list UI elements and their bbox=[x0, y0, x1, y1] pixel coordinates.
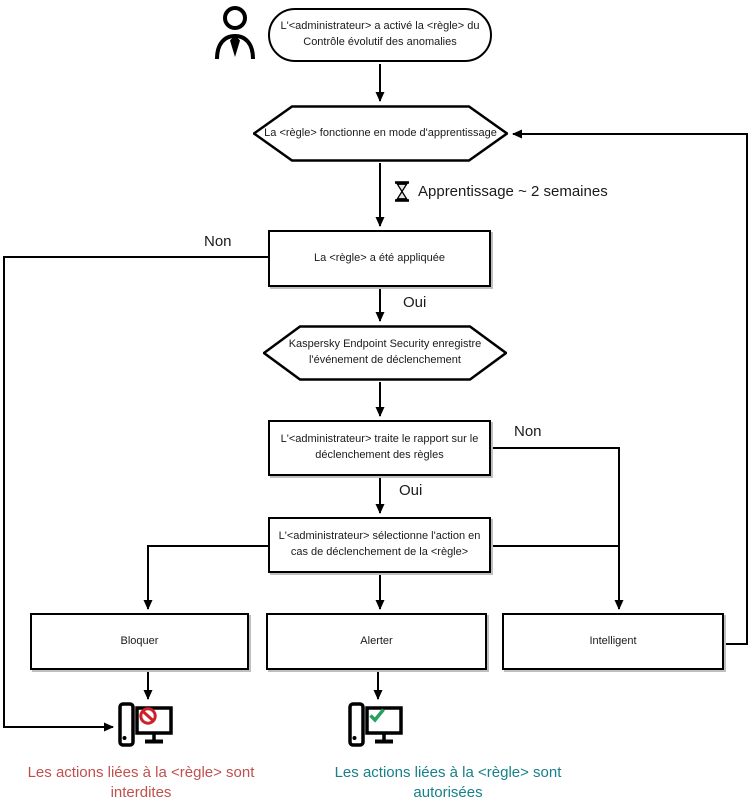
process-report-line2: déclenchement des règles bbox=[315, 449, 444, 461]
action-smart-label: Intelligent bbox=[589, 634, 637, 647]
register-event-line2: l'événement de déclenchement bbox=[309, 354, 461, 366]
outcome-blocked-line2: interdites bbox=[110, 783, 172, 801]
action-smart-node: Intelligent bbox=[502, 613, 724, 670]
check-icon bbox=[369, 708, 385, 723]
start-event-line1: L'<administrateur> a activé la <règle> d… bbox=[280, 20, 480, 33]
edge-label-oui-report: Oui bbox=[399, 482, 423, 499]
action-block-label: Bloquer bbox=[120, 634, 159, 647]
action-alert-label: Alerter bbox=[360, 634, 393, 647]
action-block-node: Bloquer bbox=[30, 613, 249, 670]
learning-duration-label: Apprentissage ~ 2 semaines bbox=[418, 183, 608, 200]
rule-applied-node: La <règle> a été appliquée bbox=[268, 230, 491, 287]
register-event-node: Kaspersky Endpoint Security enregistre l… bbox=[263, 325, 507, 381]
outcome-allowed-text: Les actions liées à la <règle> sont auto… bbox=[312, 763, 584, 802]
outcome-allowed-line1: Les actions liées à la <règle> sont bbox=[334, 764, 562, 781]
process-report-node: L'<administrateur> traite le rapport sur… bbox=[268, 420, 491, 476]
outcome-allowed-line2: autorisées bbox=[413, 783, 483, 801]
computer-allowed-icon bbox=[348, 702, 403, 747]
learning-duration: Apprentissage ~ 2 semaines bbox=[394, 181, 608, 202]
select-action-line1: L'<administrateur> sélectionne l'action … bbox=[278, 530, 481, 543]
edge-label-non-report: Non bbox=[514, 423, 542, 440]
outcome-blocked-text: Les actions liées à la <règle> sont inte… bbox=[5, 763, 277, 802]
learning-mode-label: La <règle> fonctionne en mode d'apprenti… bbox=[264, 126, 497, 139]
hourglass-icon bbox=[395, 181, 409, 202]
select-action-line2: cas de déclenchement de la <règle> bbox=[290, 546, 469, 558]
action-alert-node: Alerter bbox=[266, 613, 487, 670]
process-report-line1: L'<administrateur> traite le rapport sur… bbox=[280, 433, 479, 446]
edge-label-oui-applied: Oui bbox=[403, 294, 427, 311]
prohibit-icon bbox=[139, 707, 157, 725]
register-event-label: Kaspersky Endpoint Security enregistre l… bbox=[263, 325, 507, 381]
learning-mode-node: La <règle> fonctionne en mode d'apprenti… bbox=[253, 105, 508, 162]
start-event-node: L'<administrateur> a activé la <règle> d… bbox=[268, 8, 492, 62]
computer-blocked-icon bbox=[118, 702, 173, 747]
outcome-blocked-line1: Les actions liées à la <règle> sont bbox=[27, 764, 255, 781]
edge-label-non-applied: Non bbox=[204, 233, 232, 250]
hexagon-shape bbox=[253, 105, 508, 162]
hexagon-shape bbox=[263, 325, 507, 381]
rule-applied-label: La <règle> a été appliquée bbox=[314, 251, 445, 264]
person-icon bbox=[215, 6, 255, 60]
start-event-line2: Contrôle évolutif des anomalies bbox=[303, 36, 457, 48]
select-action-node: L'<administrateur> sélectionne l'action … bbox=[268, 517, 491, 573]
register-event-line1: Kaspersky Endpoint Security enregistre bbox=[288, 338, 482, 351]
